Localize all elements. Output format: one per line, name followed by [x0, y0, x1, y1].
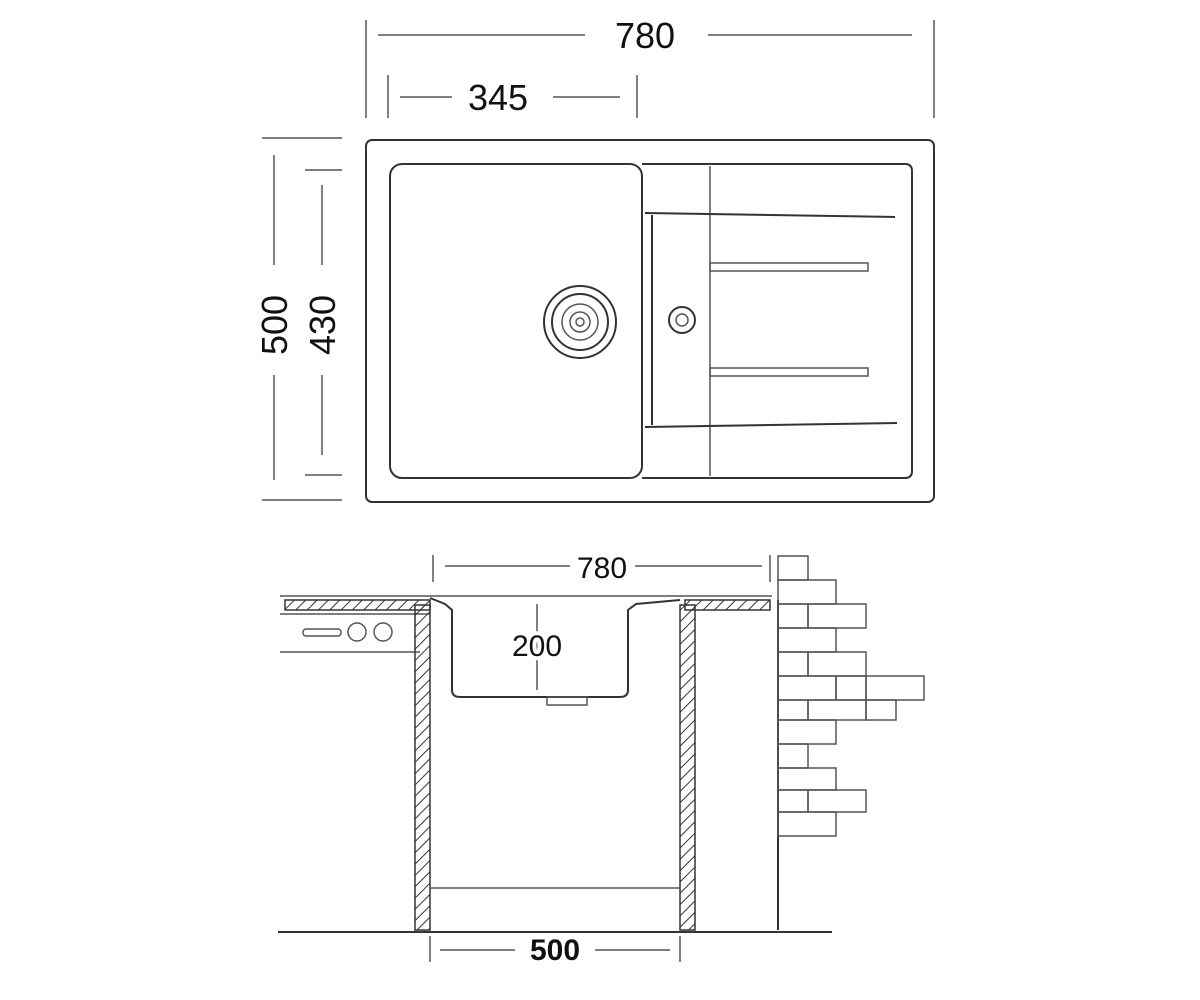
- brick-wall: [777, 555, 925, 837]
- side-view: 780 200: [278, 552, 925, 967]
- bowl-profile: [429, 597, 681, 698]
- overflow-icon: [668, 306, 696, 334]
- sink-bowl: [389, 163, 643, 479]
- bowl-depth-dimension: 430: [302, 295, 343, 355]
- sink-outline: [365, 139, 935, 503]
- countertop: [284, 599, 431, 611]
- bowl-width-dimension: 345: [468, 77, 528, 118]
- cabinet-width-dimension: 500: [530, 934, 580, 967]
- drainer-area: [642, 163, 913, 479]
- top-width-dimension: 780: [615, 15, 675, 56]
- drain-pipe-icon: [546, 696, 588, 706]
- side-width-dimension: 780: [577, 552, 627, 585]
- cabinet-left-wall: [414, 604, 431, 931]
- depth-overall-dimension: 500: [254, 295, 295, 355]
- control-slot-icon: [302, 628, 342, 637]
- top-view: 780 345 500 430: [254, 15, 935, 503]
- bowl-depth-side-dimension: 200: [512, 630, 562, 663]
- cabinet-right-wall: [679, 604, 696, 931]
- drain-strainer-icon: [543, 285, 617, 359]
- control-knob-icon: [347, 622, 367, 642]
